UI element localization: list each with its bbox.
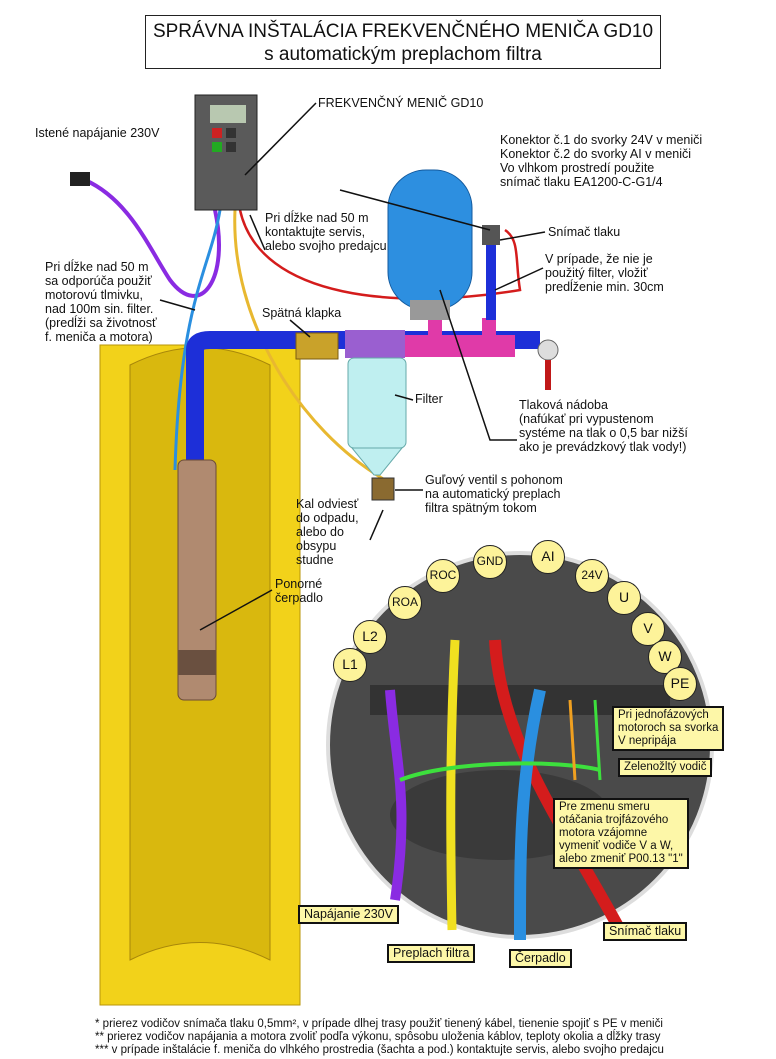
ball-valve: [371, 477, 395, 501]
terminal-pe: PE: [663, 667, 697, 701]
pressure-tank: [387, 169, 473, 320]
tag-flush: Preplach filtra: [387, 944, 476, 963]
pressure-sensor: [482, 225, 500, 245]
motor-cable: [173, 209, 222, 471]
terminal-l2: L2: [353, 620, 387, 654]
footnotes: * prierez vodičov snímača tlaku 0,5mm², …: [95, 1018, 664, 1056]
terminal-ai: AI: [531, 540, 565, 574]
tag-sensor: Snímač tlaku: [603, 922, 688, 941]
tag-single-phase: Pri jednofázových motoroch sa svorka V n…: [612, 706, 725, 751]
power-plug: [70, 172, 90, 186]
label-connector: Konektor č.1 do svorky 24V v meniči Kone…: [500, 133, 703, 189]
label-filter: Filter: [415, 392, 443, 406]
label-inverter: FREKVENČNÝ MENIČ GD10: [318, 96, 484, 110]
pipe: [186, 240, 559, 470]
label-extension: V prípade, že nie je použitý filter, vlo…: [545, 252, 664, 294]
tag-ground-wire: Zelenožltý vodič: [618, 758, 713, 777]
label-pump: Ponorné čerpadlo: [275, 577, 323, 605]
label-cable-service: Pri dĺžke nad 50 m kontaktujte servis, a…: [265, 211, 387, 253]
terminal-u: U: [607, 581, 641, 615]
label-sensor: Snímač tlaku: [548, 225, 621, 239]
label-sludge: Kal odviesť do odpadu, alebo do obsypu s…: [296, 497, 359, 567]
submersible-pump: [177, 459, 217, 701]
flush-cable: [233, 209, 386, 482]
title-line-1: SPRÁVNA INŠTALÁCIA FREKVENČNÉHO MENIČA G…: [152, 21, 654, 42]
diagram-title: SPRÁVNA INŠTALÁCIA FREKVENČNÉHO MENIČA G…: [145, 15, 661, 69]
terminal-roa: ROA: [388, 586, 422, 620]
filter: [347, 357, 407, 476]
tag-pump: Čerpadlo: [509, 949, 572, 968]
terminal-w: W: [648, 640, 682, 674]
terminal-gnd: GND: [473, 545, 507, 579]
label-check-valve: Spätná klapka: [262, 306, 342, 320]
terminal-24v: 24V: [575, 559, 609, 593]
tag-direction: Pre zmenu smeru otáčania trojfázového mo…: [553, 798, 689, 869]
terminal-l1: L1: [333, 648, 367, 682]
power-cable: [84, 178, 221, 298]
leader-lines: [159, 102, 546, 631]
tag-supply: Napájanie 230V: [298, 905, 399, 924]
label-ball-valve: Guľový ventil s pohonom na automatický p…: [425, 473, 563, 515]
terminal-roc: ROC: [426, 559, 460, 593]
label-tank: Tlaková nádoba (nafúkať pri vypustenom s…: [519, 398, 688, 454]
label-power: Istené napájanie 230V: [35, 126, 160, 140]
title-line-2: s automatickým preplachom filtra: [264, 44, 542, 65]
inverter: [194, 94, 258, 211]
label-motor-choke: Pri dĺžke nad 50 m sa odporúča použiť mo…: [45, 260, 157, 344]
